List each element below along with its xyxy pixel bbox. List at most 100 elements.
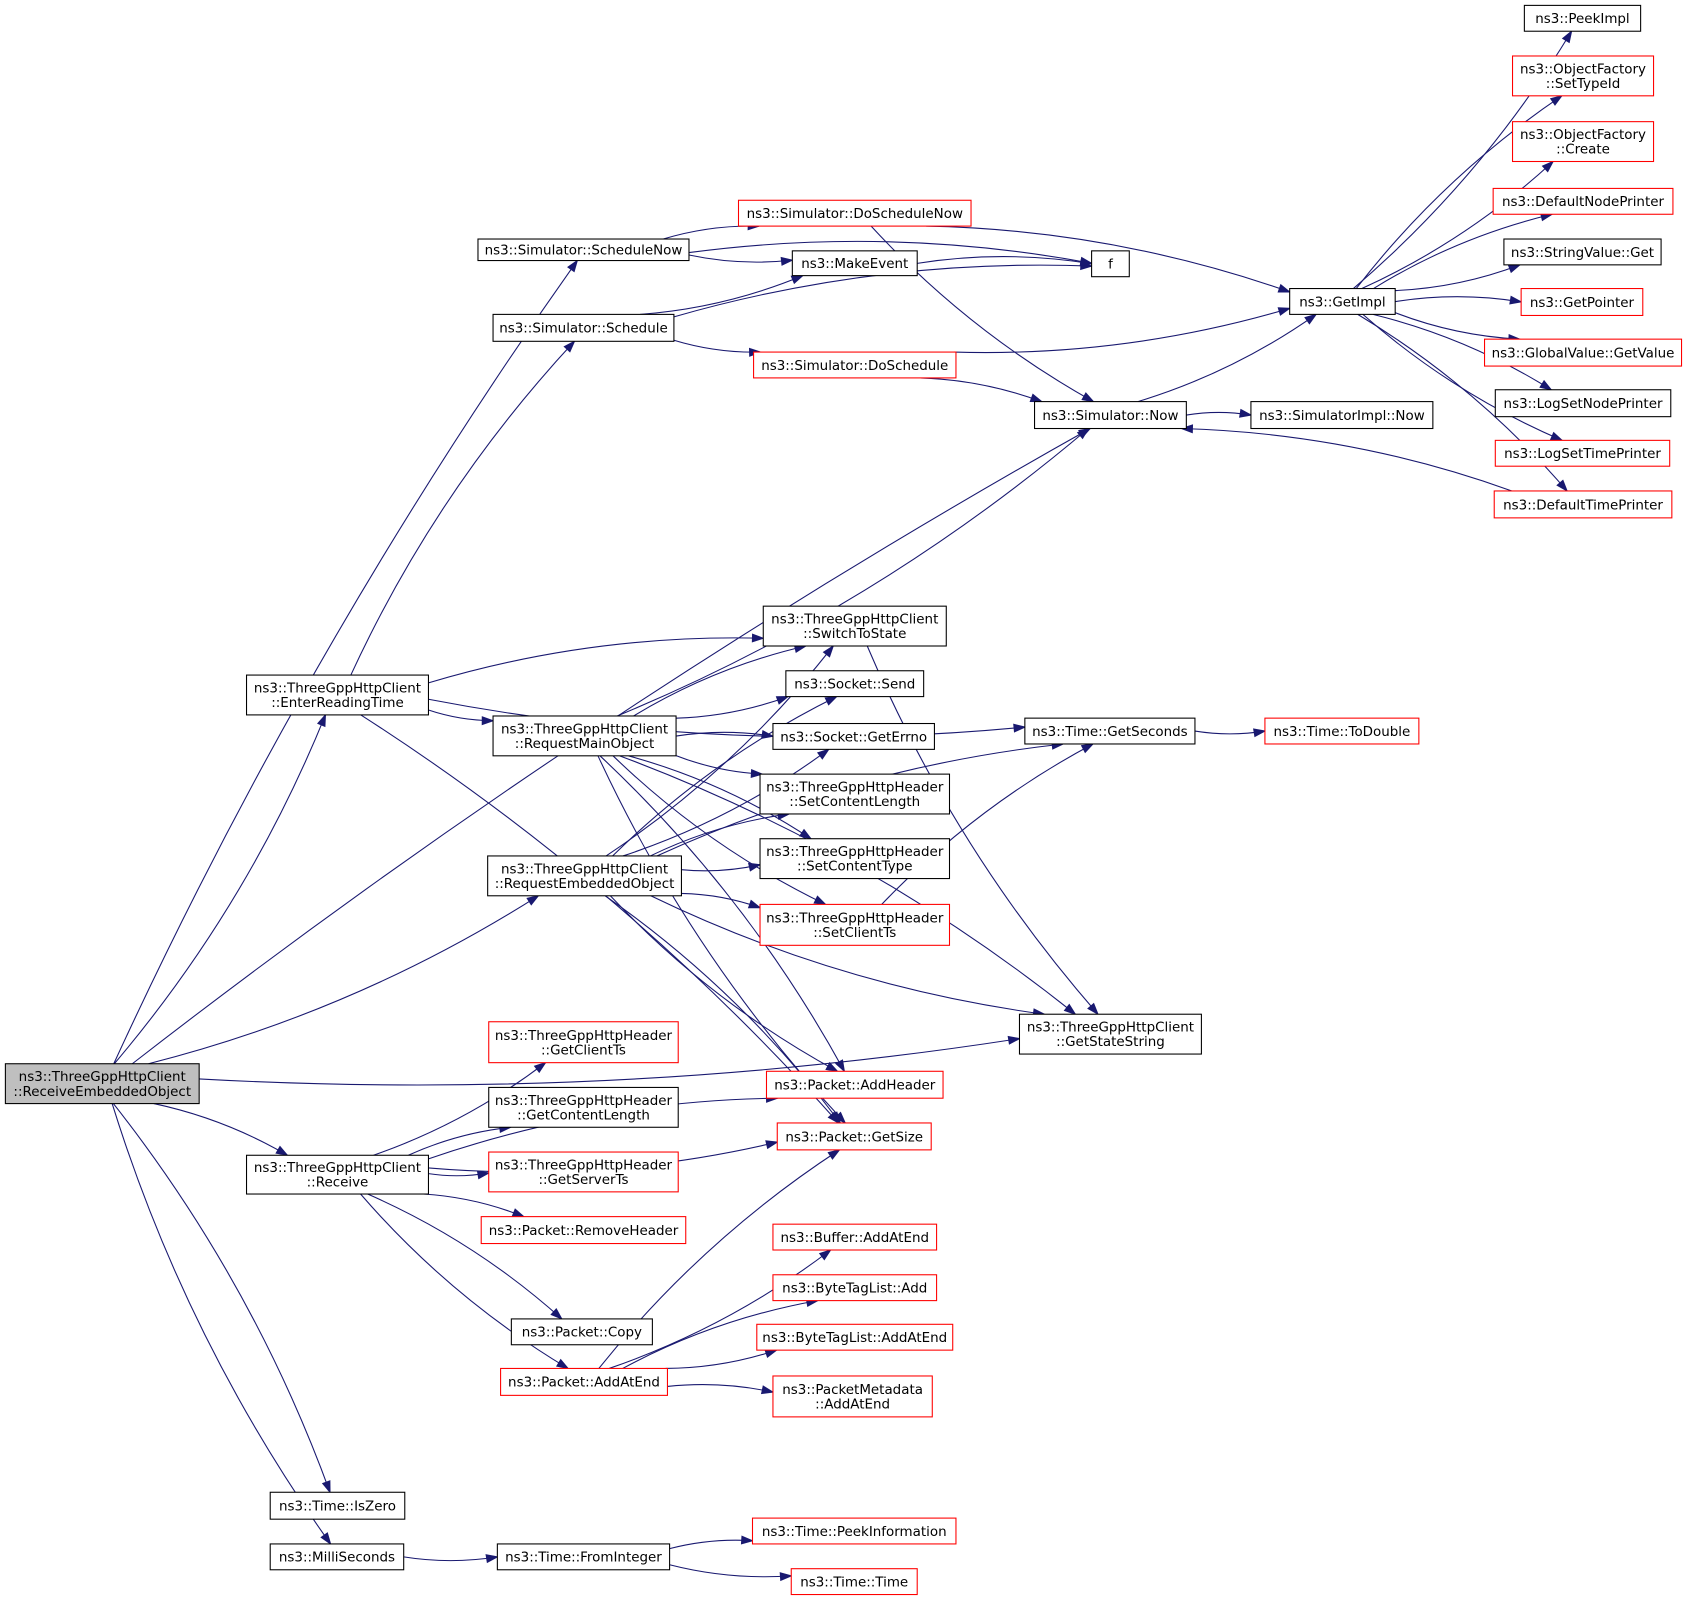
node-label: ns3::StringValue::Get xyxy=(1511,246,1654,261)
node-box xyxy=(1289,288,1396,315)
node-label: ns3::ThreeGppHttpHeader xyxy=(766,911,944,926)
node-packet-copy[interactable]: ns3::Packet::Copy xyxy=(510,1318,653,1346)
arrowhead-icon xyxy=(740,1535,755,1545)
node-get-pointer[interactable]: ns3::GetPointer xyxy=(1520,288,1644,317)
node-box xyxy=(488,1021,679,1064)
node-receive[interactable]: ns3::ThreeGppHttpClient::Receive xyxy=(245,1154,429,1195)
node-label: ns3::Time::Time xyxy=(800,1575,908,1590)
node-add-header[interactable]: ns3::Packet::AddHeader xyxy=(765,1070,944,1099)
node-def-time-printer[interactable]: ns3::DefaultTimePrinter xyxy=(1493,490,1673,519)
node-request-emb[interactable]: ns3::ThreeGppHttpClient::RequestEmbedded… xyxy=(487,855,682,897)
node-box xyxy=(1503,238,1662,266)
node-label: ns3::Packet::Copy xyxy=(522,1326,642,1341)
arrowhead-icon xyxy=(1029,393,1044,403)
edge-doScheduleNow-to-getImpl xyxy=(926,225,1292,293)
node-enter-reading[interactable]: ns3::ThreeGppHttpClient::EnterReadingTim… xyxy=(245,674,429,716)
node-peek-information[interactable]: ns3::Time::PeekInformation xyxy=(751,1517,957,1545)
node-box xyxy=(791,250,918,277)
node-label: ns3::ThreeGppHttpClient xyxy=(771,613,938,628)
node-switch-to-state[interactable]: ns3::ThreeGppHttpClient::SwitchToState xyxy=(762,605,947,647)
node-label: ns3::ThreeGppHttpClient xyxy=(501,722,668,737)
node-sim-impl-now[interactable]: ns3::SimulatorImpl::Now xyxy=(1250,401,1434,430)
arrowhead-icon xyxy=(1063,1003,1077,1016)
edge-receive-to-packetCopy xyxy=(367,1193,563,1321)
node-get-state-string[interactable]: ns3::ThreeGppHttpClient::GetStateString xyxy=(1018,1013,1202,1055)
node-root[interactable]: ns3::ThreeGppHttpClient::ReceiveEmbedded… xyxy=(4,1063,200,1105)
node-request-main[interactable]: ns3::ThreeGppHttpClient::RequestMainObje… xyxy=(492,715,677,757)
node-of-set-type-id[interactable]: ns3::ObjectFactory::SetTypeId xyxy=(1511,55,1655,97)
node-btl-add-at-end[interactable]: ns3::ByteTagList::AddAtEnd xyxy=(756,1323,954,1351)
node-box xyxy=(737,199,972,227)
node-time-time[interactable]: ns3::Time::Time xyxy=(790,1568,918,1596)
node-do-schedule-now[interactable]: ns3::Simulator::DoScheduleNow xyxy=(737,199,972,227)
node-make-event[interactable]: ns3::MakeEvent xyxy=(791,250,918,277)
node-global-get-value[interactable]: ns3::GlobalValue::GetValue xyxy=(1483,338,1683,367)
node-sim-now[interactable]: ns3::Simulator::Now xyxy=(1034,401,1187,430)
edge-receive-to-getContentLength xyxy=(408,1123,513,1156)
arrowhead-icon xyxy=(526,894,540,906)
node-is-zero[interactable]: ns3::Time::IsZero xyxy=(269,1491,406,1520)
node-box xyxy=(759,838,951,880)
node-box xyxy=(772,1274,938,1302)
node-box xyxy=(762,605,947,647)
node-socket-send[interactable]: ns3::Socket::Send xyxy=(785,670,925,698)
arrowhead-icon xyxy=(751,633,765,643)
node-label: ns3::ThreeGppHttpHeader xyxy=(766,781,944,796)
node-label: ::GetServerTs xyxy=(538,1173,628,1188)
edge-root-to-scheduleNow xyxy=(113,259,579,1064)
node-box xyxy=(245,1154,429,1195)
node-set-client-ts[interactable]: ns3::ThreeGppHttpHeader::SetClientTs xyxy=(759,903,951,946)
node-string-value-get[interactable]: ns3::StringValue::Get xyxy=(1503,238,1662,266)
node-of-create[interactable]: ns3::ObjectFactory::Create xyxy=(1511,121,1655,163)
node-label: ns3::Socket::GetErrno xyxy=(780,730,927,745)
node-set-content-type[interactable]: ns3::ThreeGppHttpHeader::SetContentType xyxy=(759,838,951,880)
arrowhead-icon xyxy=(1239,408,1253,418)
node-schedule[interactable]: ns3::Simulator::Schedule xyxy=(492,313,675,342)
arrowhead-icon xyxy=(533,1061,547,1074)
arrowhead-icon xyxy=(1277,283,1292,293)
node-from-integer[interactable]: ns3::Time::FromInteger xyxy=(496,1543,671,1571)
arrowhead-icon xyxy=(481,716,495,726)
node-box xyxy=(772,1223,938,1251)
arrowhead-icon xyxy=(511,1208,526,1218)
edge-requestMain-to-setClientTs xyxy=(612,755,827,906)
node-to-double[interactable]: ns3::Time::ToDouble xyxy=(1264,717,1420,745)
node-label: ns3::Time::GetSeconds xyxy=(1032,725,1187,740)
node-btl-add[interactable]: ns3::ByteTagList::Add xyxy=(772,1274,938,1302)
node-get-client-ts[interactable]: ns3::ThreeGppHttpHeader::GetClientTs xyxy=(488,1021,679,1064)
node-f[interactable]: f xyxy=(1091,250,1130,278)
node-log-set-node-printer[interactable]: ns3::LogSetNodePrinter xyxy=(1494,389,1672,418)
node-box xyxy=(1492,187,1674,215)
node-get-size[interactable]: ns3::Packet::GetSize xyxy=(776,1122,932,1151)
node-get-content-length[interactable]: ns3::ThreeGppHttpHeader::GetContentLengt… xyxy=(488,1086,679,1128)
node-box xyxy=(487,855,682,897)
node-milli[interactable]: ns3::MilliSeconds xyxy=(269,1543,405,1571)
node-pm-add-at-end[interactable]: ns3::PacketMetadata::AddAtEnd xyxy=(772,1375,933,1418)
edge-simNow-to-getImpl xyxy=(1137,313,1318,403)
node-socket-get-errno[interactable]: ns3::Socket::GetErrno xyxy=(772,722,935,750)
node-schedule-now[interactable]: ns3::Simulator::ScheduleNow xyxy=(477,238,690,262)
arrowhead-icon xyxy=(816,748,831,760)
edge-root-to-getStateString xyxy=(199,1035,1022,1086)
node-get-server-ts[interactable]: ns3::ThreeGppHttpHeader::GetServerTs xyxy=(488,1151,679,1193)
arrowhead-icon xyxy=(1304,313,1318,325)
node-do-schedule[interactable]: ns3::Simulator::DoSchedule xyxy=(753,351,957,379)
node-box xyxy=(269,1491,406,1520)
edge-schedule-to-doSchedule xyxy=(673,339,763,357)
node-get-seconds[interactable]: ns3::Time::GetSeconds xyxy=(1024,717,1196,745)
node-label: ns3::ThreeGppHttpClient xyxy=(19,1070,186,1085)
node-log-set-time-printer[interactable]: ns3::LogSetTimePrinter xyxy=(1494,439,1671,467)
node-label: ns3::ThreeGppHttpHeader xyxy=(495,1029,673,1044)
node-box xyxy=(785,670,925,698)
node-remove-header[interactable]: ns3::Packet::RemoveHeader xyxy=(480,1216,687,1245)
node-label: ::SetTypeId xyxy=(1546,77,1620,92)
node-set-content-length[interactable]: ns3::ThreeGppHttpHeader::SetContentLengt… xyxy=(759,773,951,815)
node-peek-impl[interactable]: ns3::PeekImpl xyxy=(1523,4,1642,32)
edge-fromInteger-to-peekInformation xyxy=(669,1535,755,1550)
node-label: ns3::ThreeGppHttpHeader xyxy=(766,845,944,860)
node-def-node-printer[interactable]: ns3::DefaultNodePrinter xyxy=(1492,187,1674,215)
arrowhead-icon xyxy=(1081,392,1095,403)
node-packet-add-at-end[interactable]: ns3::Packet::AddAtEnd xyxy=(500,1367,668,1396)
node-get-impl[interactable]: ns3::GetImpl xyxy=(1289,288,1396,315)
node-buffer-add-at-end[interactable]: ns3::Buffer::AddAtEnd xyxy=(772,1223,938,1251)
